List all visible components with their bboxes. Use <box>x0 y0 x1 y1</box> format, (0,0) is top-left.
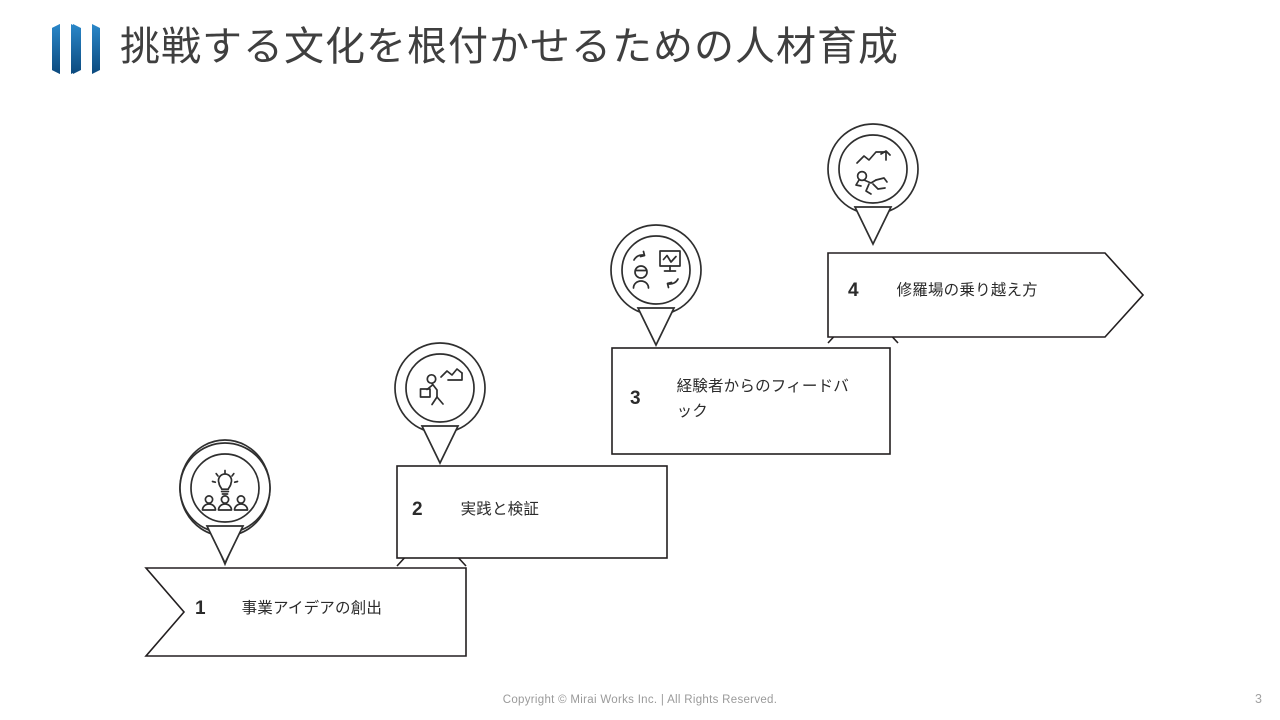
step-label-3: 3 経験者からのフィードバック <box>630 374 888 424</box>
slide-header: 挑戦する文化を根付かせるための人材育成 <box>0 0 1280 105</box>
footer-copyright: Copyright © Mirai Works Inc. | All Right… <box>502 694 778 706</box>
step-number-2: 2 <box>412 498 423 520</box>
step-icon-pin-1[interactable] <box>179 439 271 567</box>
step-icon-pin-2[interactable] <box>394 342 486 465</box>
step-number-4: 4 <box>848 279 859 301</box>
step-icon-pin-4[interactable] <box>827 123 919 246</box>
step-label-1: 1 事業アイデアの創出 <box>195 596 465 621</box>
step-shape-1[interactable] <box>144 567 467 657</box>
step-text-1: 事業アイデアの創出 <box>241 600 383 617</box>
mirai-works-logo-icon <box>52 24 100 74</box>
step-label-4: 4 修羅場の乗り越え方 <box>848 278 1128 303</box>
person-presentation-feedback-icon <box>632 250 681 289</box>
step-shape-2[interactable] <box>396 465 668 559</box>
step-number-3: 3 <box>630 388 641 409</box>
step-shape-3[interactable] <box>611 347 891 455</box>
step-label-2: 2 実践と検証 <box>412 497 662 522</box>
step-text-4: 修羅場の乗り越え方 <box>896 282 1038 299</box>
step-text-2: 実践と検証 <box>460 501 540 518</box>
page-number: 3 <box>1255 692 1262 706</box>
running-person-growth-arrow-icon <box>855 150 891 195</box>
step-icon-pin-3[interactable] <box>610 224 702 347</box>
step-text-3: 経験者からのフィードバック <box>676 378 849 420</box>
step-number-1: 1 <box>195 597 206 619</box>
step-shape-4[interactable] <box>827 252 1145 338</box>
lightbulb-people-icon <box>201 469 249 511</box>
walking-person-briefcase-icon <box>419 368 463 406</box>
page-title: 挑戦する文化を根付かせるための人材育成 <box>120 25 899 69</box>
